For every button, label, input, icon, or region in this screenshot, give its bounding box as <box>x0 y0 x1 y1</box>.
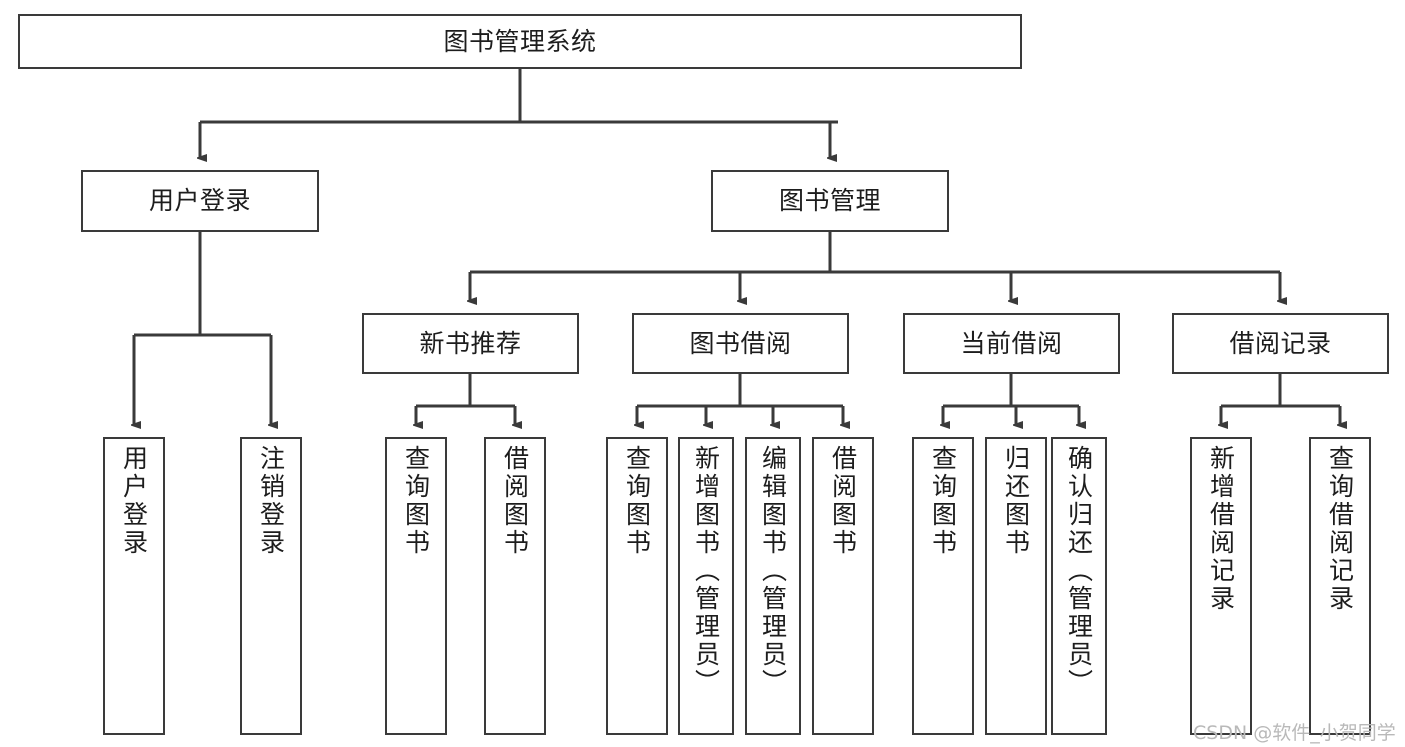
node-leaf-query-book-3[interactable]: 查询图书 <box>912 437 974 735</box>
node-book-manage-label: 图书管理 <box>778 186 881 215</box>
node-leaf-query-book-3-label: 查询图书 <box>928 445 958 557</box>
node-leaf-confirm-return-label: 确认归还（管理员） <box>1064 445 1094 697</box>
node-user-login[interactable]: 用户登录 <box>81 170 319 232</box>
node-leaf-query-book-1[interactable]: 查询图书 <box>385 437 447 735</box>
node-leaf-logout-label: 注销登录 <box>256 445 286 557</box>
node-book-borrow-label: 图书借阅 <box>689 328 792 358</box>
node-leaf-user-login[interactable]: 用户登录 <box>103 437 165 735</box>
node-leaf-add-book-label: 新增图书（管理员） <box>691 445 721 697</box>
node-leaf-query-book-2-label: 查询图书 <box>622 445 652 557</box>
node-borrow-record[interactable]: 借阅记录 <box>1172 313 1389 374</box>
node-leaf-return-book[interactable]: 归还图书 <box>985 437 1047 735</box>
node-new-book-recommend[interactable]: 新书推荐 <box>362 313 579 374</box>
node-leaf-borrow-book-1-label: 借阅图书 <box>500 445 530 557</box>
node-root-label: 图书管理系统 <box>443 26 597 56</box>
node-book-borrow[interactable]: 图书借阅 <box>632 313 849 374</box>
node-leaf-borrow-book-2[interactable]: 借阅图书 <box>812 437 874 735</box>
node-user-login-label: 用户登录 <box>148 186 251 215</box>
node-leaf-borrow-book-2-label: 借阅图书 <box>828 445 858 557</box>
node-leaf-add-record[interactable]: 新增借阅记录 <box>1190 437 1252 735</box>
node-leaf-query-book-2[interactable]: 查询图书 <box>606 437 668 735</box>
node-leaf-add-record-label: 新增借阅记录 <box>1206 445 1236 613</box>
node-new-book-recommend-label: 新书推荐 <box>419 328 522 358</box>
node-borrow-record-label: 借阅记录 <box>1229 328 1332 358</box>
node-current-borrow[interactable]: 当前借阅 <box>903 313 1120 374</box>
node-book-manage[interactable]: 图书管理 <box>711 170 949 232</box>
node-leaf-user-login-label: 用户登录 <box>119 445 149 557</box>
node-leaf-edit-book-label: 编辑图书（管理员） <box>758 445 788 697</box>
node-leaf-query-record[interactable]: 查询借阅记录 <box>1309 437 1371 735</box>
node-leaf-edit-book[interactable]: 编辑图书（管理员） <box>745 437 801 735</box>
node-leaf-add-book[interactable]: 新增图书（管理员） <box>678 437 734 735</box>
node-root[interactable]: 图书管理系统 <box>18 14 1022 69</box>
node-current-borrow-label: 当前借阅 <box>960 328 1063 358</box>
node-leaf-logout[interactable]: 注销登录 <box>240 437 302 735</box>
node-leaf-borrow-book-1[interactable]: 借阅图书 <box>484 437 546 735</box>
node-leaf-query-book-1-label: 查询图书 <box>401 445 431 557</box>
node-leaf-query-record-label: 查询借阅记录 <box>1325 445 1355 613</box>
node-leaf-return-book-label: 归还图书 <box>1001 445 1031 557</box>
node-leaf-confirm-return[interactable]: 确认归还（管理员） <box>1051 437 1107 735</box>
